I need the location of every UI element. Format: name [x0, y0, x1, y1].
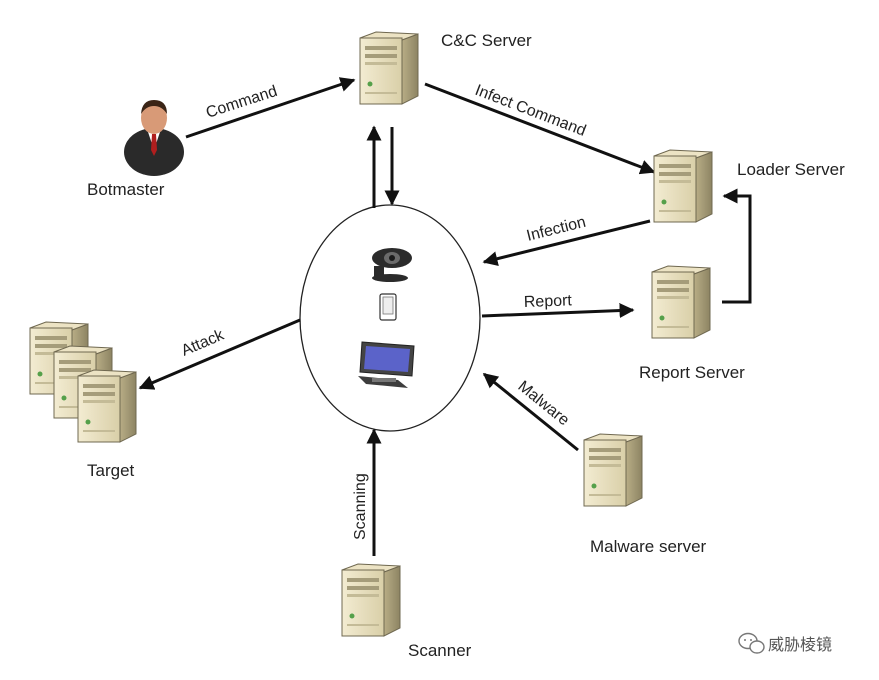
loader-server-icon	[653, 149, 713, 223]
scanning-label: Scanning	[352, 473, 369, 540]
webcam-icon	[372, 248, 412, 282]
scanner-label: Scanner	[408, 641, 472, 660]
scanner-server-icon	[341, 563, 401, 637]
target-label: Target	[87, 461, 135, 480]
report-label: Report	[524, 292, 573, 311]
loader-server-label: Loader Server	[737, 160, 845, 179]
malware-server-label: Malware server	[590, 537, 707, 556]
watermark-text: 威胁棱镜	[768, 635, 832, 654]
report-server-label: Report Server	[639, 363, 745, 382]
cc-server-label: C&C Server	[441, 31, 532, 50]
botmaster-label: Botmaster	[87, 180, 165, 199]
attack-arrow	[138, 318, 301, 390]
target-servers-icon	[29, 321, 137, 443]
command-label: Command	[204, 83, 279, 122]
malware-server-icon	[583, 433, 643, 507]
report-to-loader-arrow	[722, 188, 752, 304]
mobile-device-icon	[379, 293, 397, 321]
infect-command-label: Infect Command	[473, 82, 589, 140]
cc-server-icon	[359, 31, 419, 105]
desktop-computer-icon	[358, 341, 415, 388]
infection-arrow	[482, 219, 651, 267]
wechat-logo-icon	[738, 632, 765, 654]
malware-arrow	[482, 372, 579, 452]
report-arrow	[481, 303, 635, 319]
command-arrow	[185, 77, 356, 139]
infect-command-arrow	[424, 82, 656, 175]
businessman-icon	[124, 100, 184, 176]
report-server-icon	[651, 265, 711, 339]
